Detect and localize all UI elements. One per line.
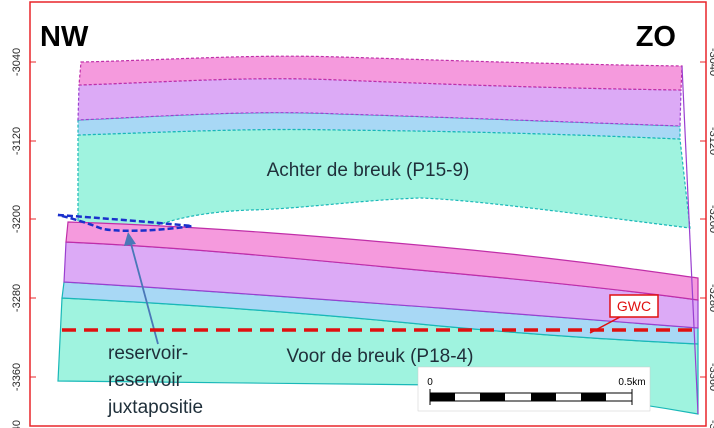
scale-bar-end-label: 0.5km	[618, 377, 645, 388]
depth-label-left-1: -3040	[11, 48, 23, 76]
scale-bar-start-label: 0	[427, 377, 433, 388]
left-depth-labels: -3040 -3120 -3200 -3280 -3360 -3440	[11, 48, 23, 428]
upper-pink-layer	[78, 55, 683, 91]
depth-label-right-2: -3120	[707, 127, 714, 155]
upper-block-label: Achter de breuk (P15-9)	[267, 160, 470, 181]
juxtaposition-label-line-3: juxtapositie	[107, 397, 203, 418]
depth-label-right-4: -3280	[707, 284, 714, 312]
corner-label-zo: ZO	[636, 21, 676, 53]
right-depth-labels: -3040 -3120 -3200 -3280 -3360 -3440	[707, 48, 714, 428]
fault-line	[681, 65, 699, 415]
gwc-label: GWC	[617, 298, 651, 314]
upper-blue-layer	[77, 112, 681, 140]
gwc-label-leader	[589, 316, 621, 334]
depth-label-right-1: -3040	[707, 48, 714, 76]
gwc-label-box	[609, 294, 659, 318]
depth-label-left-2: -3120	[11, 127, 23, 155]
juxtaposition-outline	[57, 213, 193, 233]
left-depth-axis-ticks	[30, 61, 36, 378]
depth-label-right-3: -3200	[707, 205, 714, 233]
arrow-head	[124, 232, 136, 246]
corner-label-nw: NW	[40, 21, 89, 53]
depth-label-left-3: -3200	[11, 205, 23, 233]
right-depth-axis-ticks	[700, 61, 706, 378]
depth-label-left-5: -3360	[11, 363, 23, 391]
depth-label-left-4: -3280	[11, 284, 23, 312]
depth-label-right-6: -3440	[707, 420, 714, 428]
upper-purple-layer	[77, 78, 682, 127]
upper-teal-layer	[77, 128, 691, 229]
juxtaposition-label-line-2: reservoir	[108, 370, 183, 391]
juxtaposition-label-line-1: reservoir-	[108, 343, 188, 364]
scale-bar-box	[417, 366, 651, 412]
scale-bar: 0 0.5km	[417, 366, 651, 412]
depth-label-right-5: -3360	[707, 363, 714, 391]
juxtaposition-arrow	[129, 239, 159, 345]
lower-pink-layer	[65, 221, 699, 301]
upper-fault-block	[77, 55, 691, 229]
depth-label-left-6: -3440	[11, 420, 23, 428]
lower-block-label: Voor de breuk (P18-4)	[287, 346, 474, 367]
